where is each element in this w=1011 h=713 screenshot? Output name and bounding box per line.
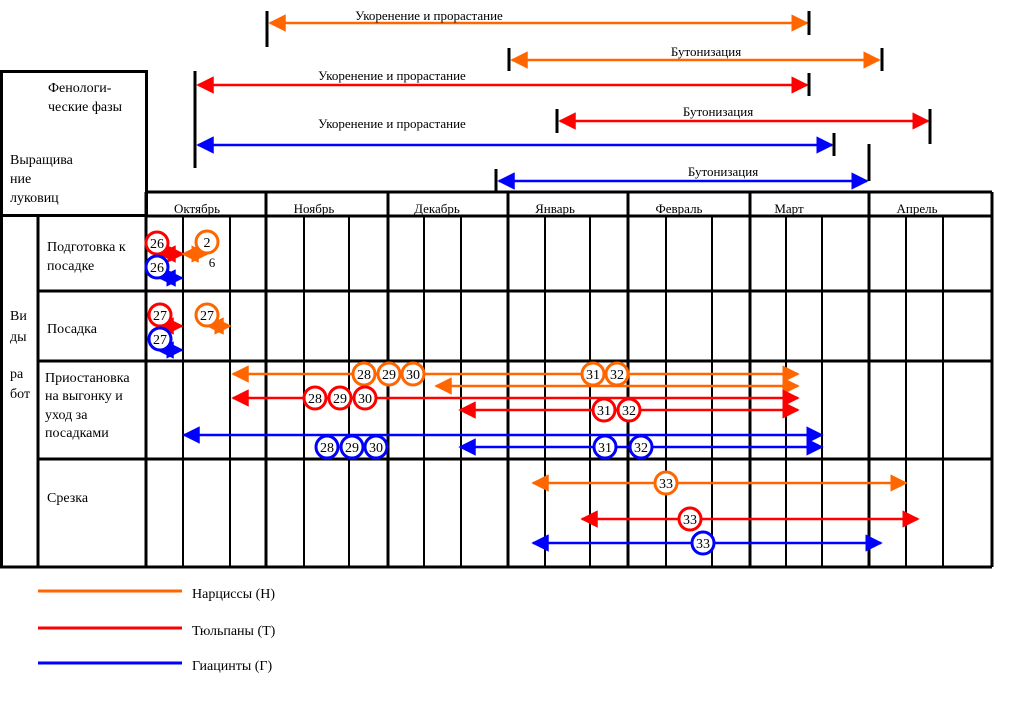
month-november: Ноябрь [294, 201, 335, 216]
week-marker-number: 31 [597, 404, 611, 419]
week-marker-number: 32 [634, 441, 648, 456]
corner-growing-line2: ние [10, 172, 31, 187]
work-types-line1: Ви [10, 309, 27, 324]
phase-label-g-budding: Бутонизация [688, 164, 758, 179]
week-marker-circle [147, 326, 173, 352]
week-marker-number: 30 [369, 441, 383, 456]
week-marker-circle [314, 434, 340, 460]
week-marker-circle [147, 302, 173, 328]
row-prep-line1: Подготовка к [47, 240, 126, 255]
week-marker-number: 27 [153, 333, 167, 348]
legend-label-hyacinth: Гиацинты (Г) [192, 659, 273, 674]
week-marker-number: 28 [357, 368, 371, 383]
week-marker-number: 32 [610, 368, 624, 383]
month-january: Январь [535, 201, 575, 216]
row-forcing-line3: уход за [45, 408, 88, 423]
week-marker-circle [339, 434, 365, 460]
week-marker-number: 29 [333, 392, 347, 407]
week-marker-number: 29 [345, 441, 359, 456]
work-arrows [156, 245, 920, 552]
week-marker-number: 28 [308, 392, 322, 407]
corner-phases-line2: ческие фазы [48, 100, 123, 115]
week-marker-number: 27 [153, 309, 167, 324]
week-marker-circle [677, 506, 703, 532]
week-marker-circle [144, 254, 170, 280]
work-types-line4: бот [10, 387, 30, 402]
corner-growing-line1: Выращива [10, 153, 74, 168]
week-marker-number: 32 [622, 404, 636, 419]
week-marker-number: 26 [150, 261, 164, 276]
corner-header-box [0, 70, 148, 217]
week-marker-number: 33 [683, 513, 697, 528]
week-marker-circle [580, 361, 606, 387]
work-types-line2: ды [10, 330, 27, 345]
week-marker-circle [616, 397, 642, 423]
week-marker-number: 26 [150, 237, 164, 252]
week-marker-circle [194, 302, 220, 328]
row-forcing-line2: на выгонку и [45, 389, 123, 404]
month-october: Октябрь [174, 201, 220, 216]
week-marker-circle [592, 434, 618, 460]
phase-label-n-budding: Бутонизация [671, 44, 741, 59]
week-marker-circle [351, 361, 377, 387]
month-december: Декабрь [414, 201, 460, 216]
week-marker-number: 6 [209, 255, 216, 270]
row-prep-line2: посадке [47, 259, 94, 274]
week-marker-number: 29 [382, 368, 396, 383]
phase-label-t-rooting: Укоренение и прорастание [318, 68, 466, 83]
week-marker-circle [363, 434, 389, 460]
week-marker-circle [194, 229, 220, 255]
month-april: Апрель [896, 201, 937, 216]
week-marker-number: 27 [200, 309, 214, 324]
week-marker-number: 33 [659, 477, 673, 492]
row-forcing-line1: Приостановка [45, 371, 130, 386]
phase-label-t-budding: Бутонизация [683, 104, 753, 119]
phase-label-g-rooting: Укоренение и прорастание [318, 116, 466, 131]
row-forcing-line4: посадками [45, 426, 109, 441]
week-marker-circle [400, 361, 426, 387]
week-marker-number: 31 [586, 368, 600, 383]
legend: Нарциссы (Н) Тюльпаны (Т) Гиацинты (Г) [38, 587, 276, 674]
corner-phases-line1: Фенологи- [48, 81, 112, 96]
week-marker-circle [591, 397, 617, 423]
month-march: Март [774, 201, 804, 216]
week-marker-circle [628, 434, 654, 460]
row-plant-line1: Посадка [47, 322, 98, 337]
week-marker-circle [352, 385, 378, 411]
row-cut-line1: Срезка [47, 491, 89, 506]
legend-label-narcissus: Нарциссы (Н) [192, 587, 275, 602]
legend-label-tulip: Тюльпаны (Т) [192, 624, 276, 639]
week-marker-circle [653, 470, 679, 496]
week-marker-circle [302, 385, 328, 411]
week-marker-number: 30 [406, 368, 420, 383]
week-marker-circle [604, 361, 630, 387]
week-marker-number: 33 [696, 537, 710, 552]
phenological-phases [193, 11, 932, 192]
week-marker-circle [376, 361, 402, 387]
week-marker-circle [144, 230, 170, 256]
month-february: Февраль [656, 201, 703, 216]
week-marker-circle [327, 385, 353, 411]
corner-growing-line3: луковиц [10, 191, 59, 206]
week-marker-number: 31 [598, 441, 612, 456]
work-types-line3: ра [10, 367, 24, 382]
week-marker-circle [690, 530, 716, 556]
week-marker-number: 28 [320, 441, 334, 456]
week-marker-number: 30 [358, 392, 372, 407]
week-marker-number: 2 [204, 236, 211, 251]
phase-label-n-rooting: Укоренение и прорастание [355, 8, 503, 23]
